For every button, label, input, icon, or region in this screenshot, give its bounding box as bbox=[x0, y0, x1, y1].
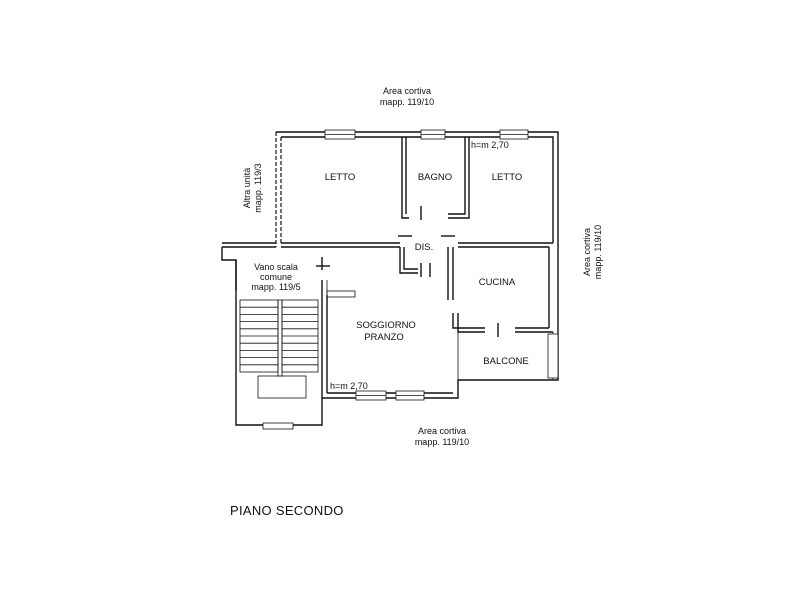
stair-label-line3: mapp. 119/5 bbox=[251, 282, 300, 292]
area-right-line1: Area cortiva bbox=[582, 228, 592, 276]
room-dis: DIS. bbox=[415, 242, 433, 253]
room-bagno: BAGNO bbox=[418, 172, 452, 183]
area-top-line1: Area cortiva bbox=[383, 86, 431, 96]
staircase bbox=[239, 299, 319, 399]
room-letto-1: LETTO bbox=[325, 172, 355, 183]
area-top-line2: mapp. 119/10 bbox=[380, 97, 434, 107]
interior-walls bbox=[316, 137, 559, 380]
room-letto-2: LETTO bbox=[492, 172, 522, 183]
plan-title: PIANO SECONDO bbox=[230, 503, 344, 518]
height-bottom-left: h=m 2,70 bbox=[330, 381, 368, 391]
stair-label-line2: comune bbox=[260, 272, 292, 282]
room-cucina: CUCINA bbox=[479, 277, 516, 288]
room-balcone: BALCONE bbox=[483, 356, 528, 367]
windows-bottom bbox=[262, 390, 425, 430]
area-right-line2: mapp. 119/10 bbox=[593, 225, 603, 279]
windows-top bbox=[324, 129, 529, 140]
area-bottom-line1: Area cortiva bbox=[418, 426, 466, 436]
area-bottom-line2: mapp. 119/10 bbox=[415, 437, 469, 447]
other-unit-line2: mapp. 119/3 bbox=[253, 163, 263, 212]
other-unit-line1: Altra unità bbox=[242, 168, 252, 209]
room-pranzo: PRANZO bbox=[364, 332, 404, 343]
height-top-right: h=m 2,70 bbox=[471, 140, 509, 150]
room-soggiorno: SOGGIORNO bbox=[356, 320, 416, 331]
stair-label-line1: Vano scala bbox=[254, 262, 298, 272]
